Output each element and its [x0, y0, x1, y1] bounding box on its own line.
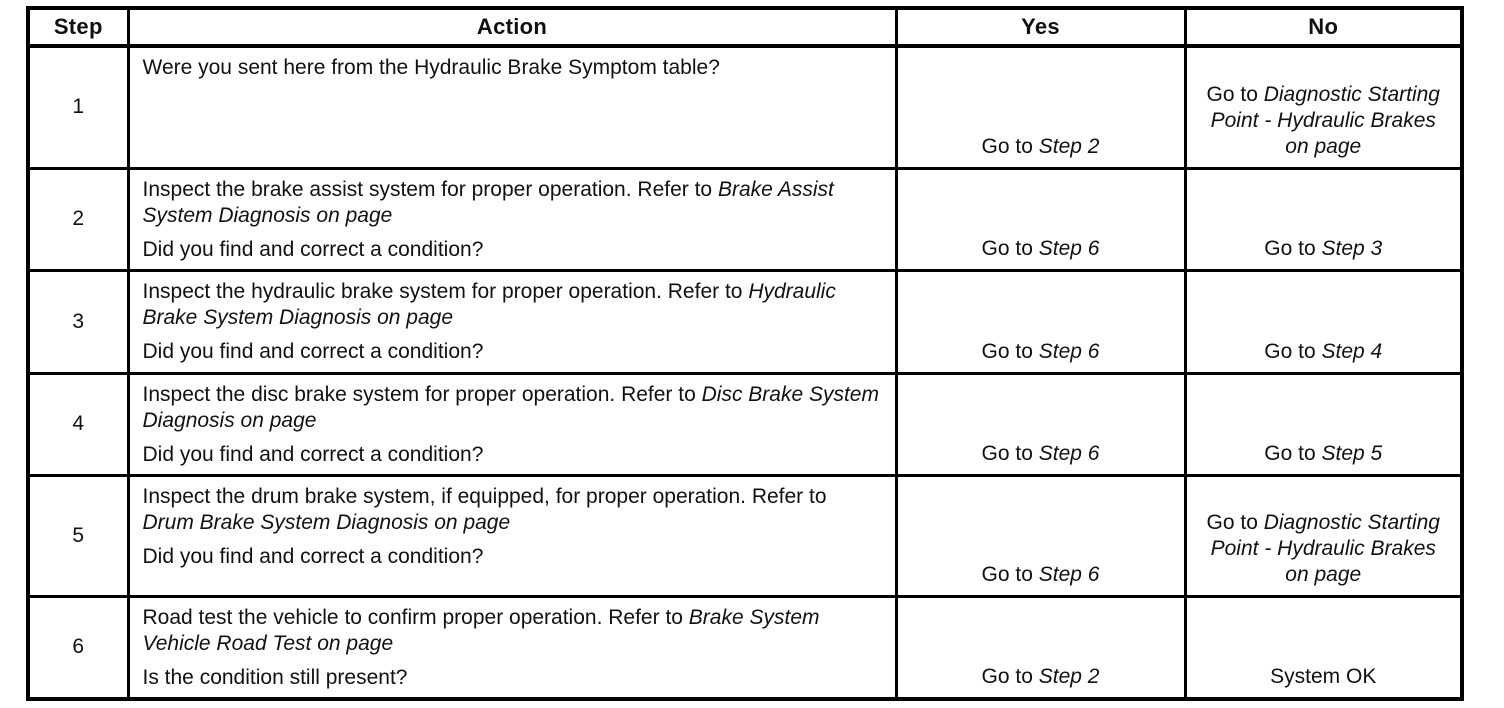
reference-text: Disc Brake System Diagnosis on page [142, 382, 879, 432]
yes-result-cell: Go to Step 6 [894, 371, 1187, 477]
yes-result-cell: Go to Step 2 [894, 594, 1187, 700]
action-paragraph: Were you sent here from the Hydraulic Br… [143, 55, 883, 81]
action-cell: Inspect the disc brake system for proper… [126, 371, 898, 477]
yes-result-cell: Go to Step 6 [894, 473, 1187, 598]
yes-result-cell: Go to Step 6 [894, 268, 1187, 375]
action-paragraph: Did you find and correct a condition? [143, 237, 883, 263]
plain-text: Go to [981, 562, 1039, 586]
column-header-yes: Yes [894, 6, 1187, 48]
plain-text: Inspect the brake assist system for prop… [142, 177, 718, 201]
plain-text: Did you find and correct a condition? [142, 339, 484, 363]
plain-text: Go to [1264, 236, 1322, 260]
action-cell: Inspect the brake assist system for prop… [126, 166, 898, 272]
reference-text: Step 3 [1321, 236, 1383, 260]
no-result-cell: Go to Step 5 [1183, 371, 1464, 477]
reference-text: Step 6 [1038, 562, 1100, 586]
table-row: 2 Inspect the brake assist system for pro… [26, 166, 1464, 272]
table-row: 5 Inspect the drum brake system, if equip… [26, 473, 1464, 598]
reference-text: Step 2 [1038, 664, 1100, 688]
no-result-cell: System OK [1183, 594, 1464, 700]
table-row: 6 Road test the vehicle to confirm proper… [26, 594, 1464, 700]
table-row: 3 Inspect the hydraulic brake system for … [26, 268, 1464, 375]
step-number-cell: 5 [26, 473, 130, 598]
action-cell: Inspect the drum brake system, if equipp… [126, 473, 898, 598]
plain-text: Go to [1264, 339, 1322, 363]
plain-text: Go to [1264, 441, 1322, 465]
step-number-cell: 3 [26, 268, 130, 375]
action-paragraph: Inspect the drum brake system, if equipp… [143, 484, 883, 536]
no-result-cell: Go to Step 4 [1183, 268, 1464, 375]
action-paragraph: Inspect the hydraulic brake system for p… [143, 279, 883, 331]
step-number-cell: 2 [26, 166, 130, 272]
action-cell: Were you sent here from the Hydraulic Br… [126, 44, 898, 170]
plain-text: Did you find and correct a condition? [142, 544, 484, 568]
action-paragraph: Road test the vehicle to confirm proper … [143, 605, 883, 657]
reference-text: Hydraulic Brake System Diagnosis on page [142, 279, 836, 329]
table-row: 1 Were you sent here from the Hydraulic B… [26, 44, 1464, 170]
yes-result-cell: Go to Step 2 [894, 44, 1187, 170]
plain-text: Go to [981, 441, 1039, 465]
diagnostic-table: Step Action Yes No 1 Were you sent here f… [26, 6, 1464, 701]
reference-text: Step 4 [1321, 339, 1383, 363]
reference-text: Diagnostic Starting Point - Hydraulic Br… [1210, 82, 1440, 158]
action-paragraph: Inspect the brake assist system for prop… [143, 177, 883, 229]
plain-text: Inspect the disc brake system for proper… [142, 382, 702, 406]
step-number-cell: 6 [26, 594, 130, 700]
action-paragraph: Did you find and correct a condition? [143, 544, 883, 570]
action-paragraph: Is the condition still present? [143, 665, 883, 691]
plain-text: System OK [1270, 664, 1377, 688]
plain-text: Inspect the drum brake system, if equipp… [142, 484, 827, 508]
action-paragraph: Inspect the disc brake system for proper… [143, 382, 883, 434]
plain-text: Is the condition still present? [142, 665, 408, 689]
plain-text: Go to [981, 134, 1039, 158]
reference-text: Step 6 [1038, 236, 1100, 260]
column-header-action: Action [126, 6, 898, 48]
reference-text: Step 6 [1038, 441, 1100, 465]
plain-text: Did you find and correct a condition? [142, 237, 484, 261]
action-paragraph: Did you find and correct a condition? [143, 442, 883, 468]
plain-text: Road test the vehicle to confirm proper … [142, 605, 689, 629]
plain-text: Inspect the hydraulic brake system for p… [142, 279, 749, 303]
plain-text: Were you sent here from the Hydraulic Br… [142, 56, 720, 79]
reference-text: Step 2 [1038, 134, 1100, 158]
plain-text: Go to [981, 339, 1039, 363]
scanned-document-page: Step Action Yes No 1 Were you sent here f… [0, 6, 1504, 708]
plain-text: Go to [981, 236, 1039, 260]
plain-text: Go to [981, 664, 1039, 688]
step-number-cell: 4 [26, 371, 130, 477]
action-paragraph: Did you find and correct a condition? [143, 339, 883, 365]
plain-text: Go to [1206, 510, 1264, 534]
column-header-no: No [1183, 6, 1464, 48]
step-number-cell: 1 [26, 44, 130, 170]
no-result-cell: Go to Diagnostic Starting Point - Hydrau… [1183, 44, 1464, 170]
reference-text: Brake Assist System Diagnosis on page [142, 177, 834, 227]
reference-text: Step 5 [1321, 441, 1383, 465]
action-cell: Inspect the hydraulic brake system for p… [126, 268, 898, 375]
header-row: Step Action Yes No [26, 6, 1464, 48]
column-header-step: Step [26, 6, 130, 48]
no-result-cell: Go to Step 3 [1183, 166, 1464, 272]
action-cell: Road test the vehicle to confirm proper … [126, 594, 898, 700]
plain-text: Did you find and correct a condition? [142, 442, 484, 466]
yes-result-cell: Go to Step 6 [894, 166, 1187, 272]
plain-text: Go to [1206, 82, 1264, 106]
reference-text: Diagnostic Starting Point - Hydraulic Br… [1210, 510, 1440, 586]
table-row: 4 Inspect the disc brake system for prope… [26, 371, 1464, 477]
reference-text: Drum Brake System Diagnosis on page [142, 510, 511, 534]
reference-text: Step 6 [1038, 339, 1100, 363]
reference-text: Brake System Vehicle Road Test on page [142, 605, 820, 655]
no-result-cell: Go to Diagnostic Starting Point - Hydrau… [1183, 473, 1464, 598]
